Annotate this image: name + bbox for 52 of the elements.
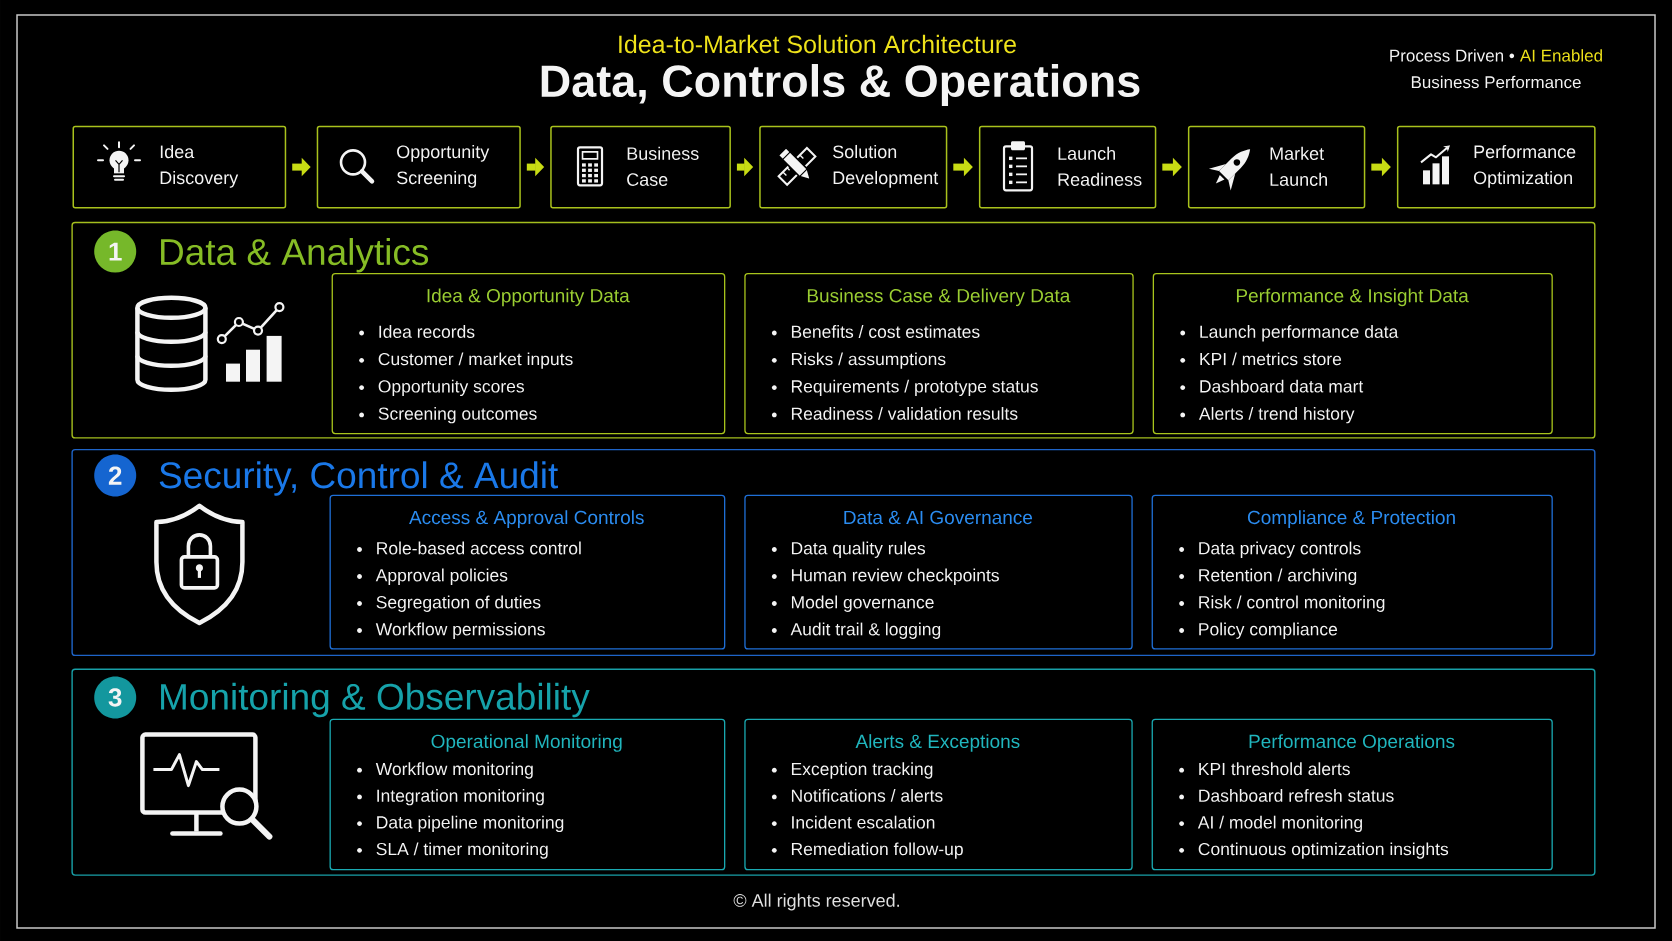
- process-box: Launch Readiness: [978, 125, 1157, 209]
- list-item: Benefits / cost estimates: [791, 325, 980, 338]
- list-item: Integration monitoring: [377, 789, 544, 806]
- list-item: SLA / timer monitoring: [376, 842, 548, 859]
- process-box: Opportunity Screening: [316, 125, 521, 209]
- list-item: KPI threshold alerts: [1199, 762, 1350, 776]
- list-item: Risk / control monitoring: [1199, 595, 1385, 612]
- list-item: Idea records: [379, 325, 475, 338]
- list-item: AI / model monitoring: [1197, 815, 1362, 833]
- process-box: Market Launch: [1187, 125, 1366, 209]
- list-item: Alerts / trend history: [1198, 407, 1355, 424]
- list-item: Role-based access control: [377, 541, 581, 555]
- list-item: Notifications / alerts: [791, 789, 943, 802]
- list-item: Audit trail & logging: [790, 622, 941, 639]
- list-item: Dashboard data mart: [1200, 379, 1364, 393]
- tagline: Business Performance: [1411, 75, 1581, 89]
- list-item: Approval policies: [375, 568, 508, 585]
- number-badge: 2: [94, 454, 137, 497]
- list-item: Workflow permissions: [375, 622, 545, 639]
- list-item: Opportunity scores: [378, 379, 525, 397]
- list-item: KPI / metrics store: [1200, 352, 1342, 366]
- list-item: Data pipeline monitoring: [377, 815, 564, 833]
- list-item: Dashboard refresh status: [1199, 789, 1394, 802]
- number-badge: 1: [94, 230, 137, 273]
- list-item: Risks / assumptions: [791, 352, 946, 369]
- number-badge: 3: [94, 676, 137, 719]
- copyright-notice: © All rights reserved.: [733, 893, 899, 911]
- process-box: Idea Discovery: [72, 125, 287, 209]
- list-item: Customer / market inputs: [378, 352, 573, 369]
- list-item: Data privacy controls: [1199, 541, 1361, 558]
- list-item: Requirements / prototype status: [791, 379, 1038, 397]
- list-item: Policy compliance: [1199, 622, 1338, 639]
- list-item: Screening outcomes: [378, 407, 537, 424]
- subtitle: Idea-to-Market Solution Architecture: [619, 34, 1016, 54]
- process-box: Performance Optimization: [1396, 125, 1596, 209]
- process-box: Business Case: [550, 125, 731, 209]
- list-item: Exception tracking: [791, 762, 933, 779]
- list-item: Launch performance data: [1200, 325, 1399, 342]
- list-item: Incident escalation: [792, 815, 935, 829]
- list-item: Model governance: [791, 595, 934, 612]
- title: Data, Controls & Operations: [541, 64, 1140, 106]
- tagline: Process Driven •: [1390, 49, 1515, 62]
- list-item: Workflow monitoring: [375, 762, 533, 779]
- list-item: Remediation follow-up: [791, 842, 963, 859]
- tagline-highlight: AI Enabled: [1519, 49, 1602, 62]
- process-box: Solution Development: [759, 125, 948, 209]
- list-item: Retention / archiving: [1199, 568, 1357, 585]
- list-item: Human review checkpoints: [791, 568, 999, 585]
- list-item: Continuous optimization insights: [1198, 842, 1449, 859]
- list-item: Segregation of duties: [376, 595, 541, 612]
- list-item: Data quality rules: [791, 541, 926, 558]
- list-item: Readiness / validation results: [791, 407, 1018, 420]
